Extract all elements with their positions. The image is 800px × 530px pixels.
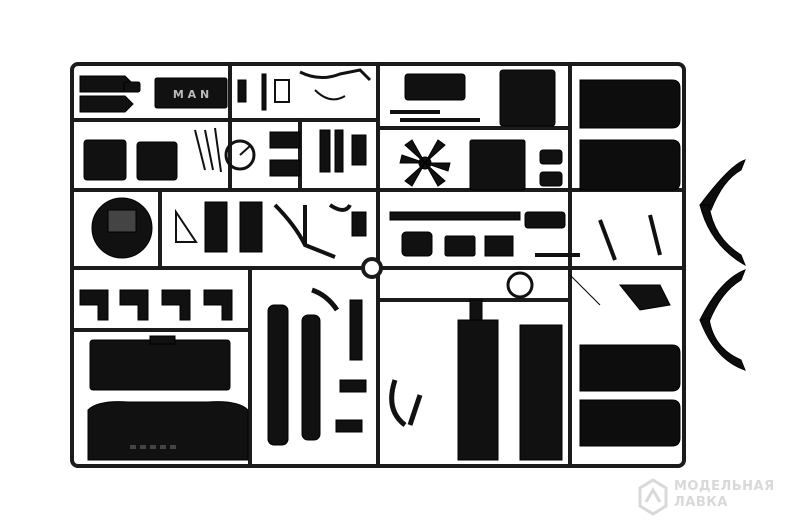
sprue-parts-middle	[79, 197, 671, 461]
sprue-parts: M A N	[79, 68, 563, 191]
watermark-line2: ЛАВКА	[674, 495, 728, 510]
radiator-fan	[399, 139, 451, 187]
bumper-and-dashboard	[87, 335, 249, 461]
molded-lettering: M A N	[173, 88, 209, 101]
fender-parts	[579, 79, 746, 447]
shop-logo-icon	[638, 478, 668, 516]
watermark-line1: МОДЕЛЬНАЯ	[674, 479, 775, 494]
watermark: МОДЕЛЬНАЯ ЛАВКА	[636, 476, 796, 520]
